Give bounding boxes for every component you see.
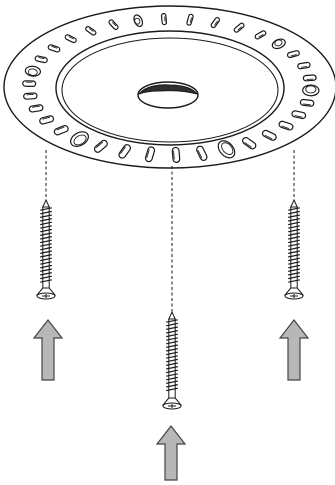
ring-slot xyxy=(300,99,314,106)
guide-lines xyxy=(46,150,294,312)
ring-slot xyxy=(161,13,166,24)
center-cable-hole xyxy=(138,82,198,108)
screw-right xyxy=(285,200,303,299)
ring-round-hole xyxy=(303,85,319,96)
up-arrow-right xyxy=(280,320,308,380)
screw-center xyxy=(163,312,181,409)
up-arrow-left xyxy=(34,320,62,380)
ring-slot xyxy=(23,93,37,100)
up-arrow-center xyxy=(157,426,185,480)
ring-slot xyxy=(23,81,36,87)
mounting-ring xyxy=(4,6,335,168)
screw-left xyxy=(37,200,55,299)
screw-group xyxy=(37,200,303,409)
ring-slot xyxy=(303,75,316,81)
ring-slot xyxy=(172,147,180,163)
